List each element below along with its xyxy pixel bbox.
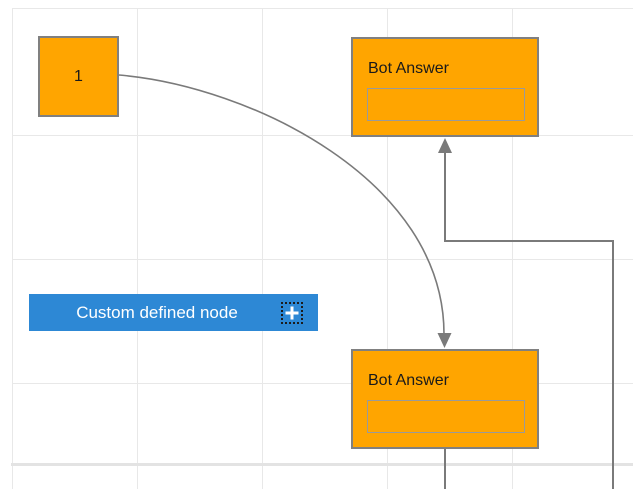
- bot-answer-title: Bot Answer: [368, 60, 449, 77]
- arrowhead-up-icon: [438, 138, 452, 153]
- connector-bot-bottom-to-bot-top[interactable]: [438, 138, 614, 489]
- custom-defined-node[interactable]: Custom defined node: [29, 294, 318, 331]
- bot-answer-node-top[interactable]: Bot Answer: [351, 37, 539, 137]
- plus-icon-bar: [290, 306, 294, 319]
- custom-node-label: Custom defined node: [76, 302, 238, 322]
- bot-answer-title: Bot Answer: [368, 372, 449, 389]
- connector-elbow-path[interactable]: [444, 152, 614, 489]
- plus-icon[interactable]: [281, 301, 303, 324]
- bot-answer-field[interactable]: [367, 400, 525, 433]
- start-node-label: 1: [74, 67, 83, 85]
- start-node[interactable]: 1: [38, 36, 119, 117]
- connector-curve-path[interactable]: [118, 74, 445, 335]
- bot-answer-field[interactable]: [367, 88, 525, 121]
- connector-start-to-bot-bottom[interactable]: [118, 74, 452, 348]
- bot-answer-node-bottom[interactable]: Bot Answer: [351, 349, 539, 449]
- arrowhead-down-icon: [437, 333, 452, 348]
